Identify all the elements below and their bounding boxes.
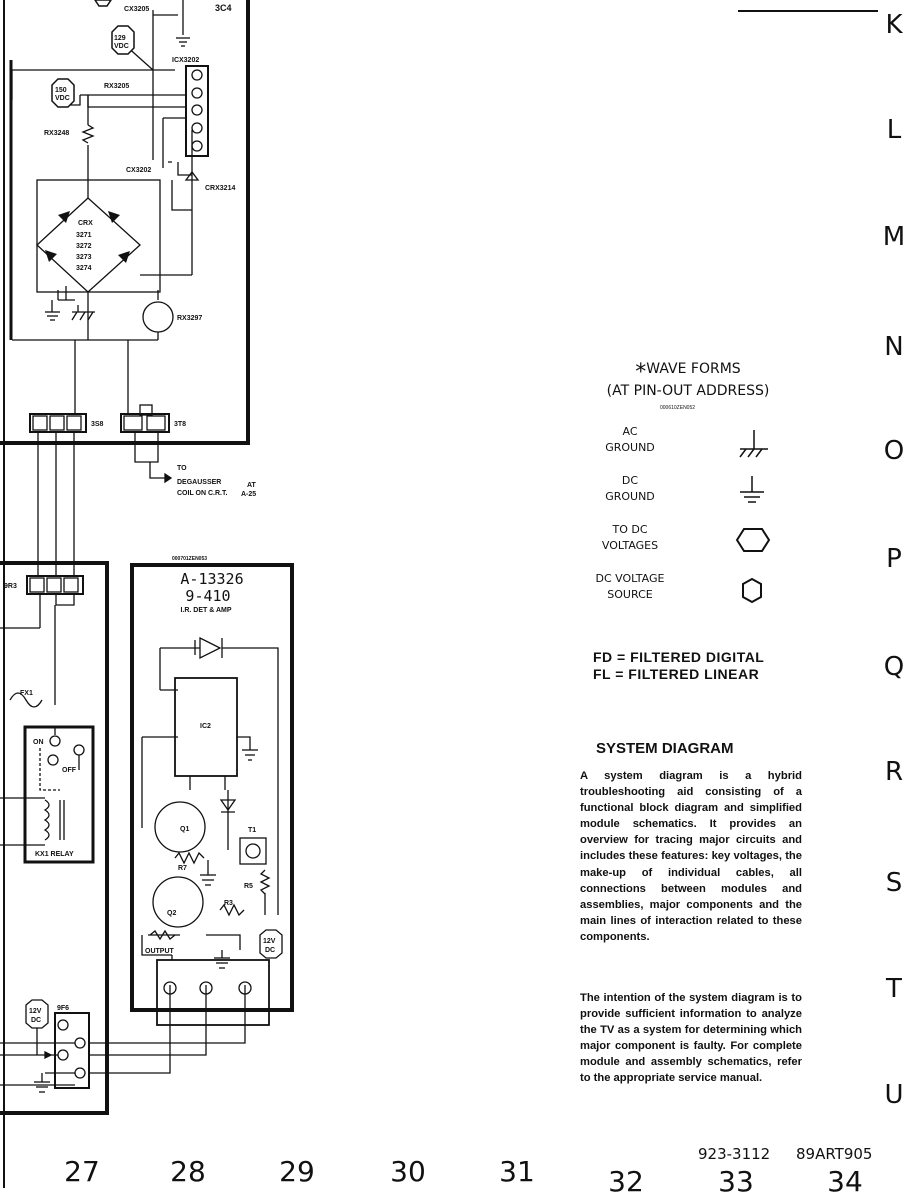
ac-ground-icon bbox=[739, 430, 768, 458]
label-relay-on: ON bbox=[33, 739, 44, 746]
label-crx3214: CRX3214 bbox=[205, 185, 235, 192]
column-number-30: 30 bbox=[390, 1155, 426, 1188]
label-icx3202: ICX3202 bbox=[172, 57, 199, 64]
column-number-32: 32 bbox=[608, 1165, 644, 1198]
top-rule bbox=[738, 10, 878, 12]
label-9r3: 9R3 bbox=[4, 583, 17, 590]
label-12v-left-2: DC bbox=[31, 1017, 41, 1024]
abbreviation-fd: FD = FILTERED DIGITAL bbox=[593, 649, 765, 665]
legend-label-line2: VOLTAGES bbox=[601, 539, 659, 552]
label-rx3205: RX3205 bbox=[104, 83, 129, 90]
label-129-line1: 129 bbox=[114, 35, 126, 42]
label-rx3248: RX3248 bbox=[44, 130, 69, 137]
label-r5: R5 bbox=[244, 883, 253, 890]
row-letter-n: N bbox=[884, 332, 904, 362]
column-number-34: 34 bbox=[827, 1165, 863, 1198]
dc-ground-icon bbox=[740, 476, 764, 503]
system-diagram-heading: SYSTEM DIAGRAM bbox=[596, 740, 734, 757]
row-letter-u: U bbox=[884, 1080, 904, 1110]
legend-label-line2: GROUND bbox=[605, 490, 655, 503]
module-title: A-13326 bbox=[180, 570, 243, 588]
label-3c4: 3C4 bbox=[215, 3, 232, 13]
label-degauss-2: DEGAUSSER bbox=[177, 479, 221, 486]
label-crx-3272: 3272 bbox=[76, 243, 92, 250]
label-crx-3271: 3271 bbox=[76, 232, 92, 239]
column-number-29: 29 bbox=[279, 1155, 315, 1188]
label-12v-left-1: 12V bbox=[29, 1008, 42, 1015]
label-relay-off: OFF bbox=[62, 767, 77, 774]
legend-label-line1: DC bbox=[621, 474, 639, 487]
legend-item-to-dc-voltages: TO DC VOLTAGES bbox=[575, 522, 685, 554]
label-t1: T1 bbox=[248, 827, 256, 834]
legend-title: *WAVE FORMS (AT PIN-OUT ADDRESS) bbox=[598, 360, 778, 400]
column-number-31: 31 bbox=[499, 1155, 535, 1188]
hexagon-icon bbox=[742, 577, 762, 604]
label-degauss-3: COIL ON C.R.T. bbox=[177, 490, 227, 497]
label-degauss-a25: A-25 bbox=[241, 491, 256, 498]
legend-label-line1: DC VOLTAGE bbox=[595, 572, 665, 585]
module-description: I.R. DET & AMP bbox=[180, 607, 231, 614]
label-9f6: 9F6 bbox=[57, 1005, 69, 1012]
label-q1: Q1 bbox=[180, 826, 189, 833]
legend-title-line1: WAVE FORMS bbox=[646, 361, 741, 377]
row-letter-k: K bbox=[885, 10, 903, 40]
system-diagram-paragraph-2: The intention of the system diagram is t… bbox=[580, 992, 802, 1085]
label-150-line2: VDC bbox=[55, 95, 70, 102]
part-number: 923-3112 bbox=[698, 1145, 771, 1163]
system-diagram-paragraph-1: A system diagram is a hybrid troubleshoo… bbox=[580, 770, 802, 943]
label-output: OUTPUT bbox=[145, 948, 175, 955]
label-relay-name: KX1 RELAY bbox=[35, 851, 74, 858]
label-129-line2: VDC bbox=[114, 43, 129, 50]
column-number-28: 28 bbox=[170, 1155, 206, 1188]
label-crx: CRX bbox=[78, 220, 93, 227]
legend-code: 000610ZEN052 bbox=[660, 405, 696, 411]
label-degauss-at: AT bbox=[247, 482, 257, 489]
legend-title-line2: (AT PIN-OUT ADDRESS) bbox=[606, 383, 770, 399]
label-crx-3273: 3273 bbox=[76, 254, 92, 261]
column-number-27: 27 bbox=[64, 1155, 100, 1188]
label-crx-3274: 3274 bbox=[76, 265, 92, 272]
art-code: 89ART905 bbox=[796, 1145, 873, 1163]
legend-label-line1: AC bbox=[622, 425, 638, 438]
legend-label-line1: TO DC bbox=[612, 523, 648, 536]
row-letter-o: O bbox=[883, 436, 905, 466]
label-r7: R7 bbox=[178, 865, 187, 872]
row-letter-p: P bbox=[886, 544, 902, 574]
legend-item-dc-ground: DC GROUND bbox=[575, 473, 685, 505]
label-ic2: IC2 bbox=[200, 723, 211, 730]
module-number: 9-410 bbox=[185, 587, 230, 605]
asterisk-icon: * bbox=[635, 360, 647, 385]
legend-label-line2: GROUND bbox=[605, 441, 655, 454]
label-12v-module-2: DC bbox=[265, 947, 275, 954]
label-12v-module-1: 12V bbox=[263, 938, 276, 945]
row-letter-s: S bbox=[885, 868, 903, 898]
column-number-33: 33 bbox=[718, 1165, 754, 1198]
label-r3: R3 bbox=[224, 900, 233, 907]
label-degauss-1: TO bbox=[177, 465, 187, 472]
row-letter-r: R bbox=[884, 757, 904, 787]
row-letter-q: Q bbox=[883, 652, 905, 682]
row-letter-t: T bbox=[886, 974, 902, 1004]
label-150-line1: 150 bbox=[55, 87, 67, 94]
elongated-hexagon-icon bbox=[735, 528, 771, 552]
label-fx1: FX1 bbox=[20, 690, 33, 697]
label-module-code: 000701ZEN053 bbox=[172, 556, 207, 562]
label-rx3297: RX3297 bbox=[177, 315, 202, 322]
legend-item-ac-ground: AC GROUND bbox=[575, 424, 685, 456]
abbreviation-fl: FL = FILTERED LINEAR bbox=[593, 666, 760, 682]
row-letter-m: M bbox=[882, 222, 906, 252]
row-letter-l: L bbox=[886, 115, 902, 145]
label-cx3202: CX3202 bbox=[126, 167, 151, 174]
label-3s8: 3S8 bbox=[91, 421, 104, 428]
label-q2: Q2 bbox=[167, 910, 176, 917]
label-cx3205: CX3205 bbox=[124, 6, 149, 13]
legend-label-line2: SOURCE bbox=[607, 588, 653, 601]
legend-item-dc-voltage-source: DC VOLTAGE SOURCE bbox=[575, 571, 685, 603]
label-3t8: 3T8 bbox=[174, 421, 186, 428]
